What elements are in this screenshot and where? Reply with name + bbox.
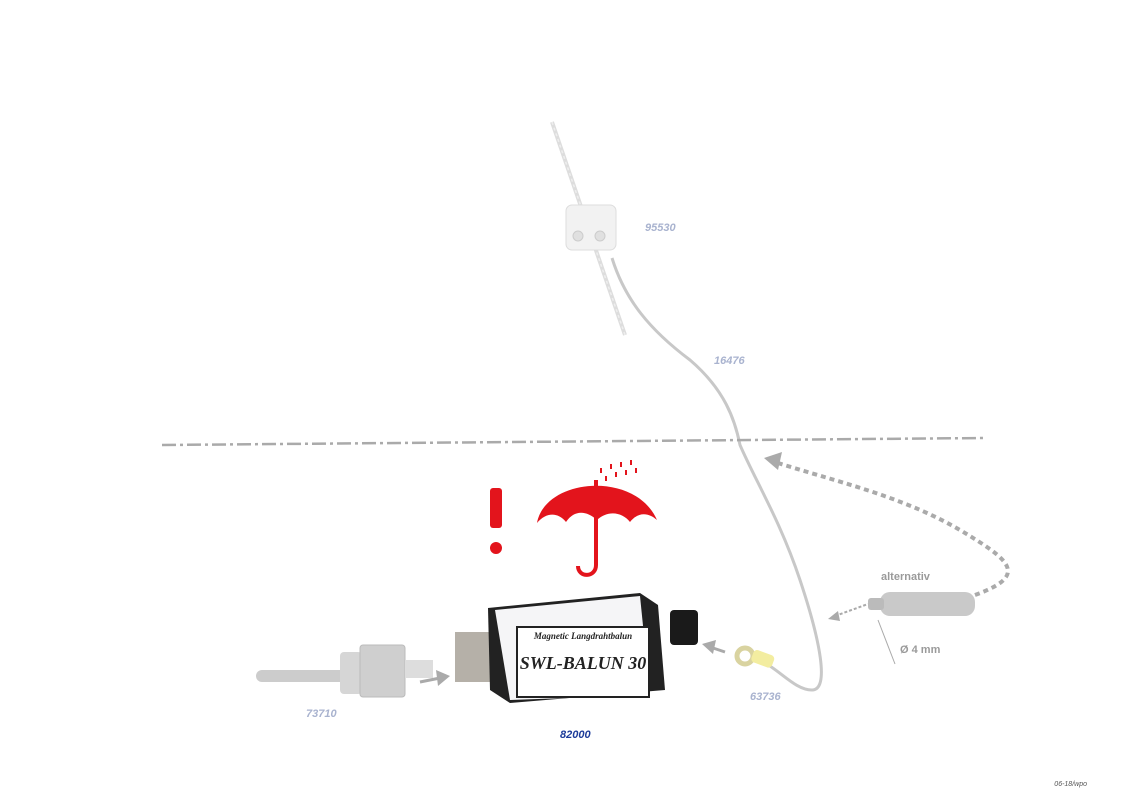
arrow-head-pl bbox=[436, 670, 450, 686]
insulator-clamp bbox=[565, 204, 617, 251]
boundary-line bbox=[161, 436, 986, 447]
part-number-insulator: 95530 bbox=[645, 222, 676, 234]
part-number-balun: 82000 bbox=[560, 729, 591, 741]
pl-connector-cable bbox=[256, 644, 433, 698]
arrow-head-ring bbox=[702, 640, 716, 654]
alternative-label: alternativ bbox=[881, 571, 930, 583]
part-number-pl-connector: 73710 bbox=[306, 708, 337, 720]
ring-terminal bbox=[734, 645, 775, 668]
feed-wire bbox=[610, 257, 823, 692]
banana-plug bbox=[828, 592, 975, 665]
part-number-wire: 16476 bbox=[714, 355, 745, 367]
balun-name: SWL-BALUN 30 bbox=[519, 653, 647, 673]
diameter-label: Ø 4 mm bbox=[900, 644, 941, 656]
balun-subtitle: Magnetic Langdrahtbalun bbox=[533, 631, 633, 641]
balun-label: Magnetic Langdrahtbalun SWL-BALUN 30 bbox=[516, 626, 650, 698]
part-number-ring-terminal: 63736 bbox=[750, 691, 781, 703]
alternative-path bbox=[774, 460, 1010, 597]
exclamation-icon bbox=[490, 488, 502, 554]
arrow-head-alt bbox=[764, 452, 782, 470]
umbrella-rain-icon bbox=[537, 460, 657, 577]
footer-code: 06-18/wpo bbox=[1054, 781, 1087, 788]
